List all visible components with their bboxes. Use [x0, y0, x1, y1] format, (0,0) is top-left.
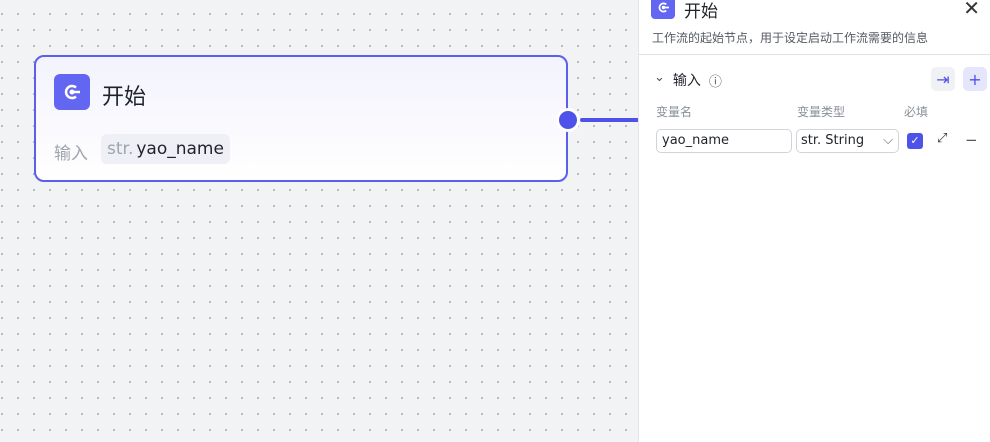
variable-type: str.: [107, 139, 134, 159]
variable-chip: str.yao_name: [101, 134, 230, 164]
variable-name-input[interactable]: yao_name: [656, 129, 792, 153]
header-type: 变量类型: [797, 105, 846, 119]
close-icon[interactable]: ✕: [963, 0, 980, 20]
panel-title: 开始: [684, 2, 718, 22]
chevron-down-icon: ⌵: [883, 133, 893, 148]
plus-icon: +: [968, 69, 982, 89]
chevron-down-icon[interactable]: ⌄: [654, 69, 665, 85]
section-title: 输入: [672, 73, 701, 89]
variable-type-select[interactable]: str. String ⌵: [796, 129, 899, 153]
start-node[interactable]: 开始 输入 str.yao_name: [34, 55, 568, 182]
input-section-header[interactable]: ⌄ 输入 ⓘ: [654, 70, 722, 90]
import-button[interactable]: ⇥: [931, 67, 955, 91]
panel-description: 工作流的起始节点，用于设定启动工作流需要的信息: [652, 31, 929, 45]
output-handle[interactable]: [556, 108, 580, 132]
workflow-canvas[interactable]: 开始 输入 str.yao_name: [0, 0, 640, 442]
start-node-icon: [54, 74, 90, 110]
variable-name: yao_name: [136, 139, 224, 159]
info-icon[interactable]: ⓘ: [708, 74, 722, 90]
node-input-label: 输入: [54, 144, 88, 164]
start-node-icon: [651, 0, 675, 19]
add-variable-button[interactable]: +: [963, 67, 987, 91]
import-icon: ⇥: [936, 69, 950, 89]
node-title: 开始: [102, 85, 147, 110]
required-checkbox[interactable]: ✓: [907, 133, 923, 149]
expand-icon[interactable]: ⤢: [937, 131, 948, 146]
variable-type-value: str. String: [801, 133, 865, 148]
header-required: 必填: [904, 105, 929, 119]
header-name: 变量名: [656, 105, 693, 119]
remove-icon[interactable]: −: [965, 131, 978, 149]
node-settings-panel: 开始 ✕ 工作流的起始节点，用于设定启动工作流需要的信息 ⌄ 输入 ⓘ ⇥ + …: [638, 0, 990, 442]
connection-edge: [580, 118, 640, 122]
divider: [639, 54, 990, 55]
